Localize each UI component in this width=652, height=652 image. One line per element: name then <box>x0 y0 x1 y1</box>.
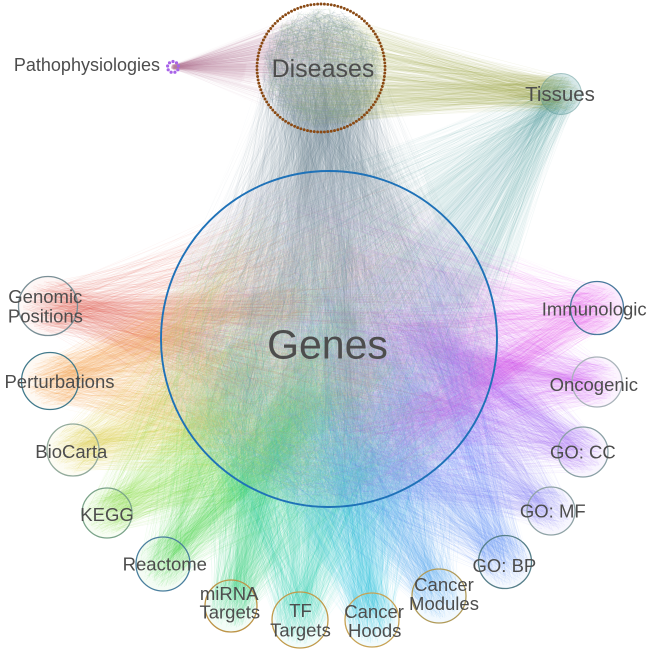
svg-text:GO: CC: GO: CC <box>550 442 616 463</box>
svg-text:Targets: Targets <box>199 602 260 623</box>
svg-text:Genes: Genes <box>267 322 388 368</box>
svg-text:GO: BP: GO: BP <box>473 555 537 576</box>
svg-text:miRNA: miRNA <box>200 583 259 604</box>
svg-text:Genomic: Genomic <box>8 286 82 307</box>
svg-text:GO: MF: GO: MF <box>520 501 586 522</box>
svg-text:Targets: Targets <box>270 620 331 641</box>
svg-text:Cancer: Cancer <box>344 601 404 622</box>
svg-text:Pathophysiologies: Pathophysiologies <box>14 55 160 75</box>
svg-text:KEGG: KEGG <box>80 504 133 525</box>
svg-text:Positions: Positions <box>8 306 83 327</box>
svg-text:TF: TF <box>289 600 312 621</box>
svg-text:Reactome: Reactome <box>123 554 207 575</box>
svg-text:Oncogenic: Oncogenic <box>550 374 638 395</box>
svg-text:Diseases: Diseases <box>272 55 375 83</box>
svg-text:Perturbations: Perturbations <box>4 371 114 392</box>
svg-text:BioCarta: BioCarta <box>35 441 108 462</box>
svg-text:Cancer: Cancer <box>414 574 474 595</box>
svg-text:Tissues: Tissues <box>525 83 595 106</box>
svg-text:Immunologic: Immunologic <box>542 299 647 320</box>
svg-text:Modules: Modules <box>409 593 479 614</box>
svg-text:Hoods: Hoods <box>348 620 401 641</box>
